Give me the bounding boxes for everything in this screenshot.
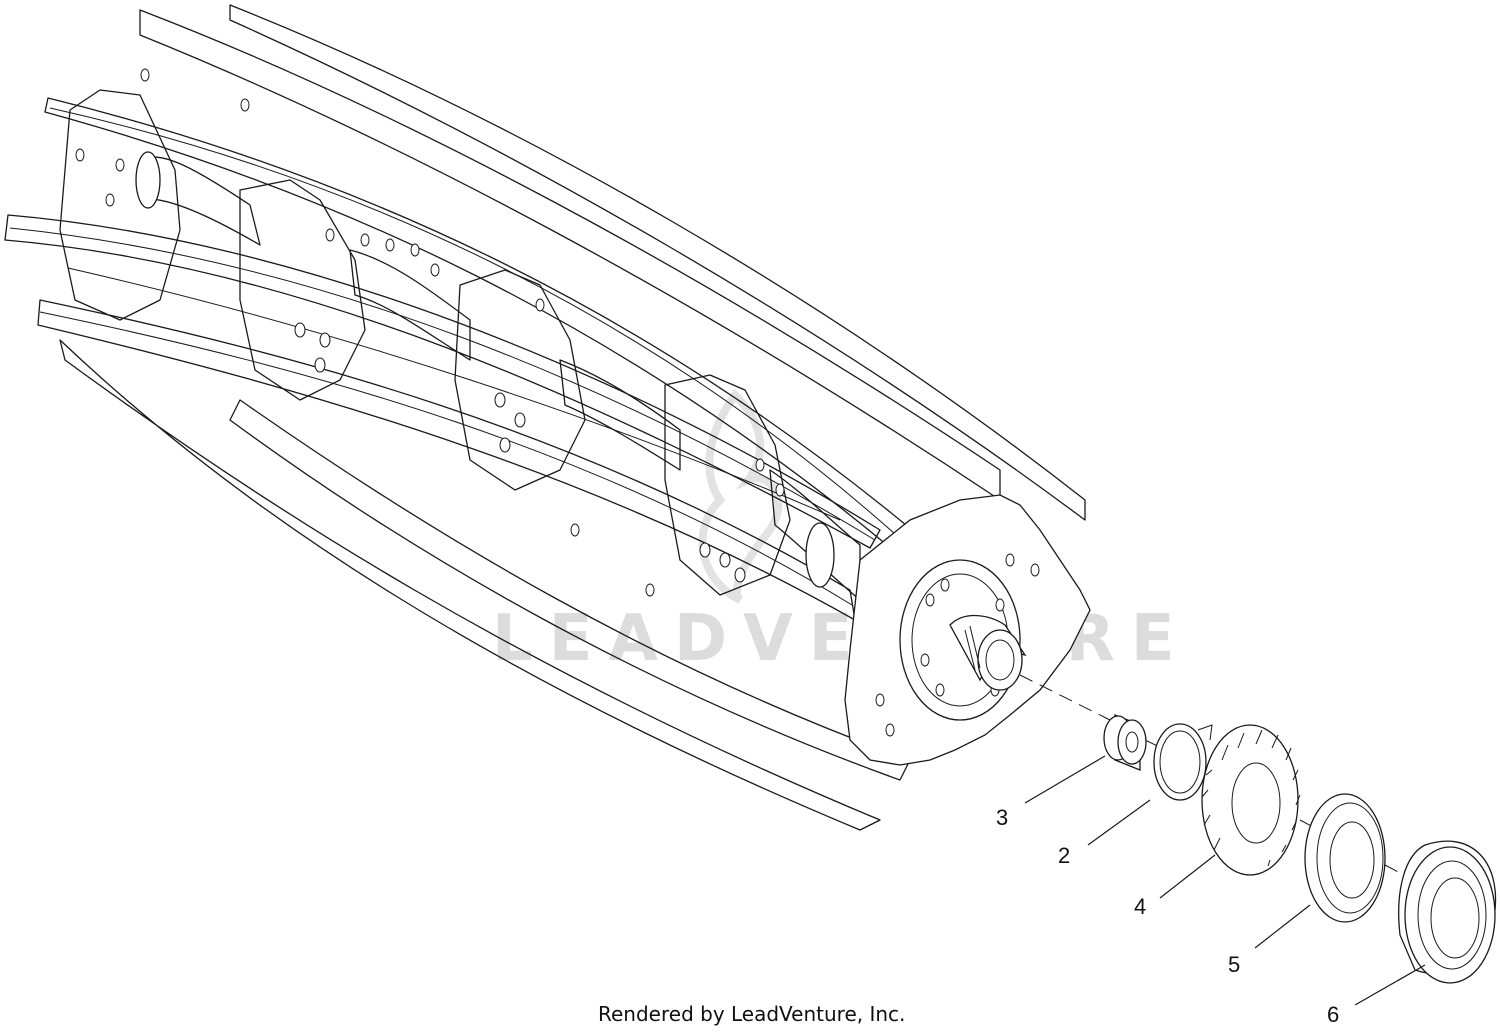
callout-2: 2 xyxy=(1058,843,1070,868)
callout-5: 5 xyxy=(1228,952,1240,977)
leader-3 xyxy=(1024,755,1106,804)
bearing xyxy=(1398,840,1497,984)
seal xyxy=(1304,793,1386,923)
watermark: LEADVENTURE xyxy=(492,388,1175,676)
leader-4 xyxy=(1159,854,1216,899)
thrust-washer xyxy=(1201,724,1301,876)
callout-6: 6 xyxy=(1327,1002,1339,1027)
leader-6 xyxy=(1354,964,1426,1006)
leader-2 xyxy=(1087,799,1151,846)
reel-assembly xyxy=(4,4,1091,831)
retaining-ring xyxy=(1153,723,1213,801)
plate-holes xyxy=(75,68,785,597)
spacer xyxy=(1103,714,1147,771)
callout-3: 3 xyxy=(996,805,1008,830)
callout-4: 4 xyxy=(1134,894,1146,919)
render-credit: Rendered by LeadVenture, Inc. xyxy=(598,1002,906,1026)
leader-5 xyxy=(1254,904,1311,949)
